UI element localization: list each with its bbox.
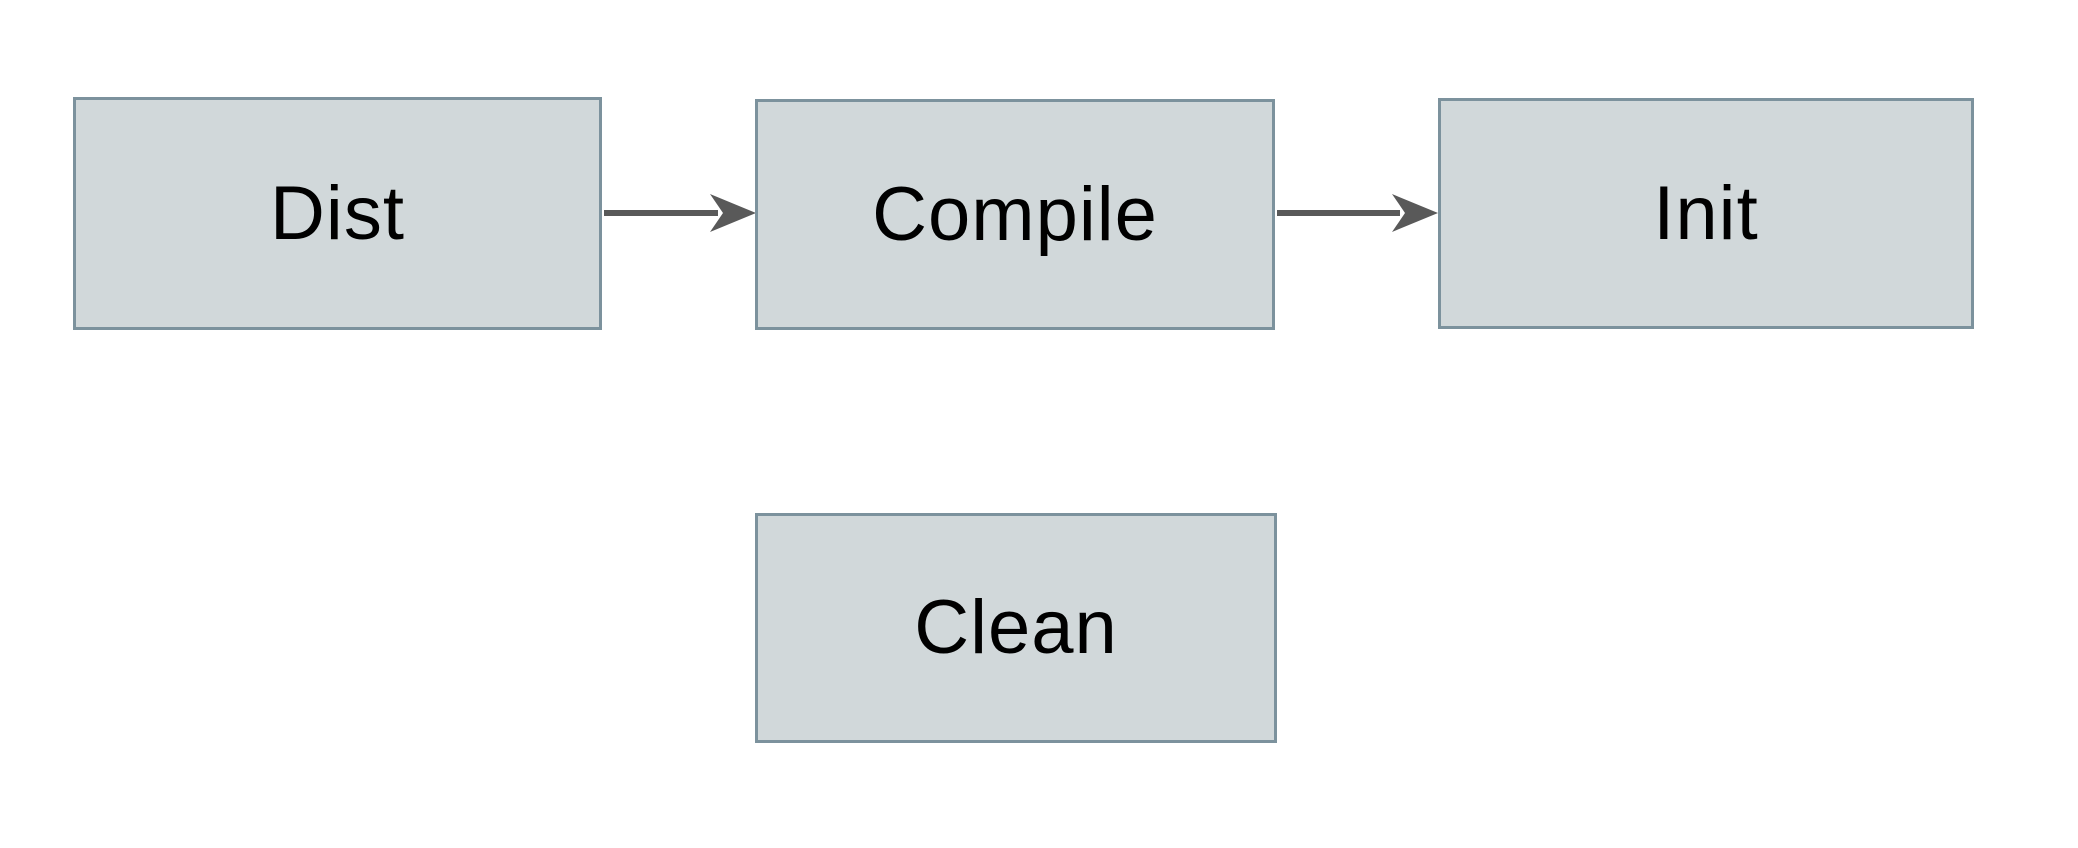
node-compile: Compile	[755, 99, 1275, 330]
node-init: Init	[1438, 98, 1974, 329]
node-clean: Clean	[755, 513, 1277, 743]
node-label: Compile	[872, 171, 1158, 257]
arrow-head-icon	[1392, 194, 1438, 232]
node-label: Dist	[270, 170, 405, 256]
arrow-dist-to-compile	[604, 194, 756, 232]
node-label: Clean	[914, 585, 1118, 670]
arrow-head-icon	[710, 194, 756, 232]
node-label: Init	[1653, 170, 1759, 256]
arrow-compile-to-init	[1277, 194, 1438, 232]
node-dist: Dist	[73, 97, 602, 330]
